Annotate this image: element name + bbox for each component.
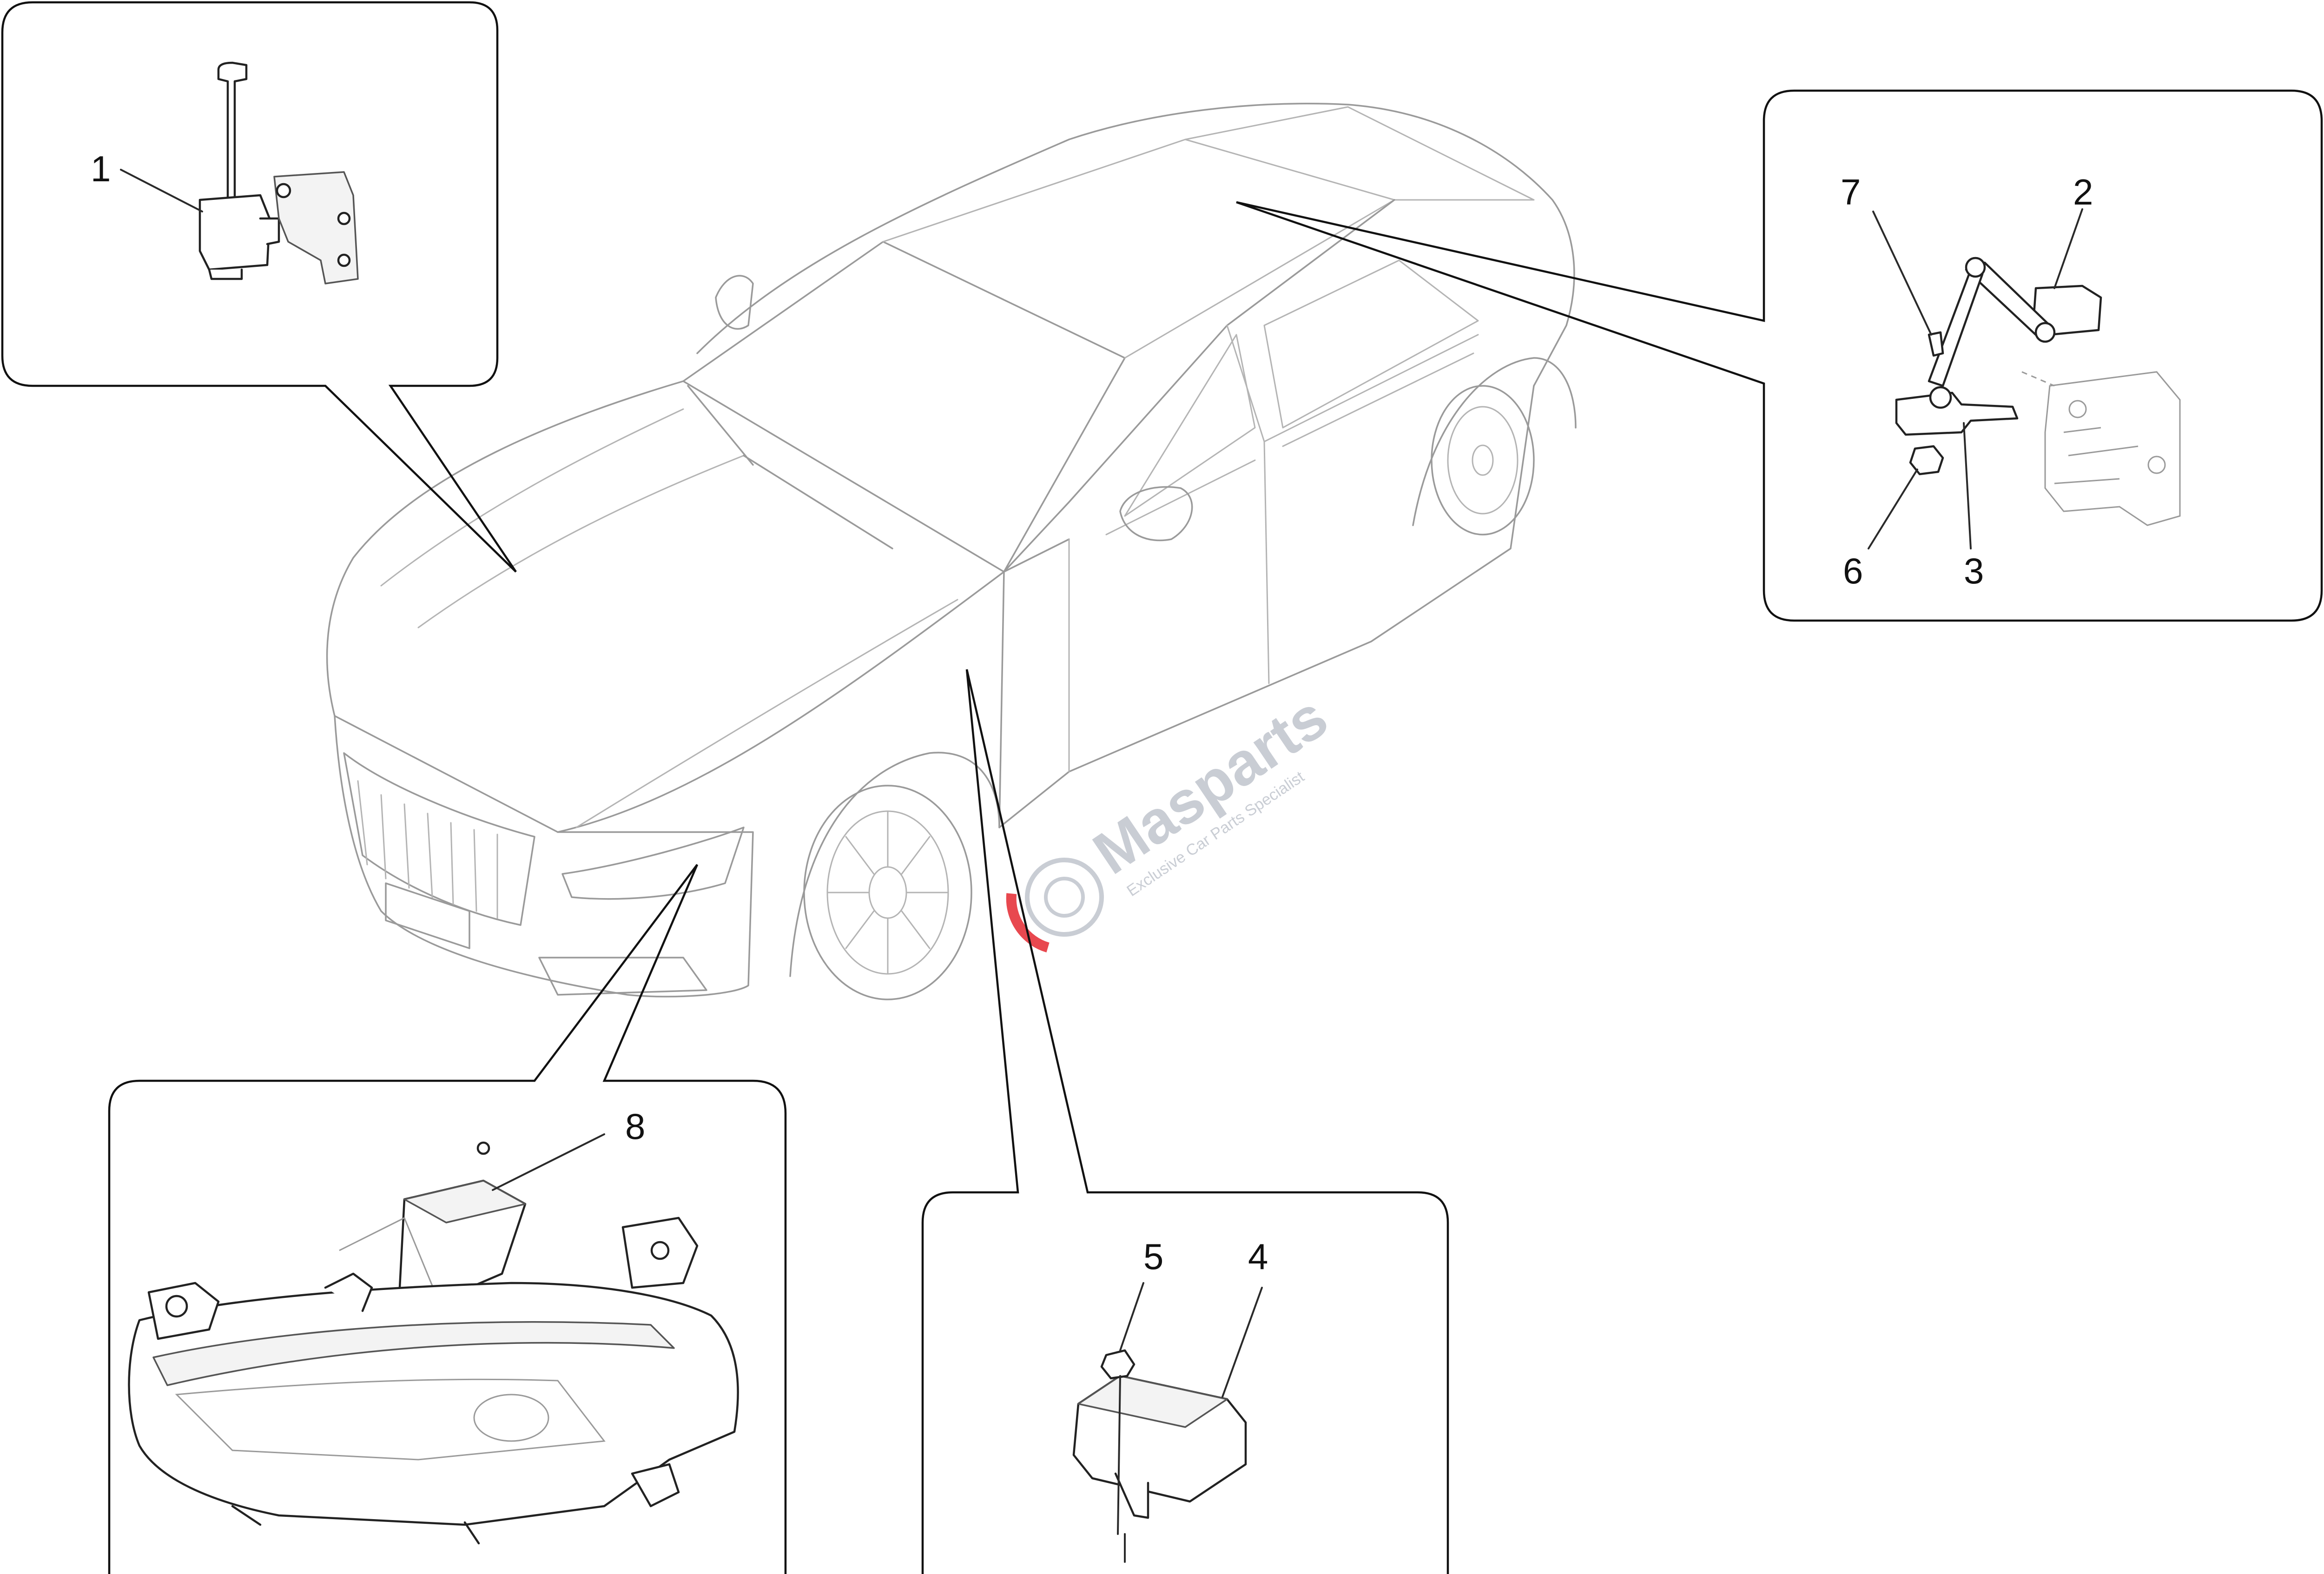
callout-8: 8: [625, 1106, 645, 1147]
brake-disc-icon: [1025, 858, 1104, 937]
callout-4: 4: [1248, 1236, 1268, 1277]
detail-box-rear-level-sensor: 7 2 6 3: [1236, 89, 2323, 622]
watermark: Masparts Exclusive Car Parts Specialist: [1006, 682, 1339, 952]
callout-2: 2: [2073, 172, 2093, 212]
brake-caliper-icon: [1006, 893, 1050, 952]
callout-3: 3: [1964, 550, 1984, 591]
callout-5: 5: [1143, 1236, 1163, 1277]
callout-6: 6: [1843, 550, 1863, 591]
detail-box-front-level-sensor: 1: [1, 1, 517, 573]
car-illustration: [326, 103, 1577, 1000]
detail-box-headlight-module: 8: [108, 864, 787, 1574]
callout-1: 1: [91, 148, 111, 189]
detail-box-control-unit: 5 4: [921, 669, 1449, 1574]
callout-7: 7: [1841, 172, 1861, 212]
